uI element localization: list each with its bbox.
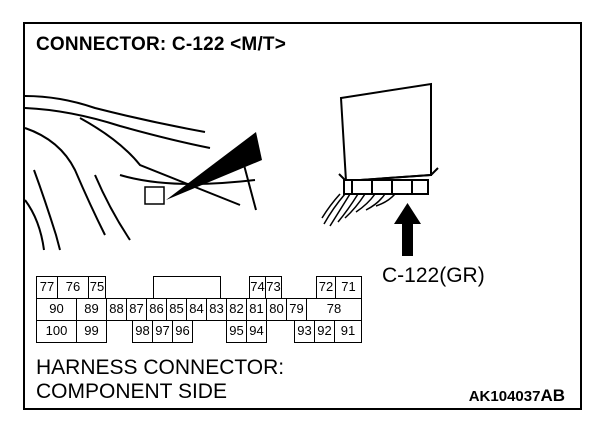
diagram-frame (23, 22, 582, 410)
pin-80: 80 (266, 298, 287, 321)
caption-line-2: COMPONENT SIDE (36, 380, 227, 403)
connector-location-box (144, 132, 262, 205)
pin-91: 91 (334, 320, 362, 343)
pin-92: 92 (314, 320, 335, 343)
pin-93: 93 (294, 320, 315, 343)
figure-code-main: AK104037 (468, 388, 541, 405)
pin-71: 71 (335, 276, 362, 299)
pin-85: 85 (166, 298, 187, 321)
pin-76: 76 (57, 276, 89, 299)
pin-89: 89 (76, 298, 107, 321)
up-arrow-icon (394, 203, 421, 256)
pin-99: 99 (76, 320, 107, 343)
pin-100: 100 (36, 320, 77, 343)
pin-96: 96 (172, 320, 193, 343)
pin-75: 75 (88, 276, 106, 299)
caption: HARNESS CONNECTOR: COMPONENT SIDE (36, 356, 284, 404)
pin-82: 82 (226, 298, 247, 321)
pin-73: 73 (265, 276, 282, 299)
pin-94: 94 (246, 320, 267, 343)
pin-77: 77 (36, 276, 58, 299)
pin-86: 86 (146, 298, 167, 321)
pin-90: 90 (36, 298, 77, 321)
pin-95: 95 (226, 320, 247, 343)
wire-harness (321, 193, 396, 227)
pin-88: 88 (106, 298, 127, 321)
figure-code-suffix: AB (540, 386, 565, 405)
pin-78: 78 (306, 298, 362, 321)
pin-79: 79 (286, 298, 307, 321)
pin-81: 81 (246, 298, 267, 321)
pin-empty (153, 276, 221, 299)
connector-label: C-122(GR) (382, 264, 485, 287)
pin-84: 84 (186, 298, 207, 321)
pin-74: 74 (249, 276, 266, 299)
ecu-module (338, 82, 439, 195)
diagram-title: CONNECTOR: C-122 <M/T> (36, 34, 287, 55)
pin-98: 98 (132, 320, 153, 343)
pin-layout-grid: 77 76 75 74 73 72 71 90 89 88 87 86 85 8… (36, 276, 364, 345)
pin-83: 83 (206, 298, 227, 321)
pin-72: 72 (316, 276, 336, 299)
pin-87: 87 (126, 298, 147, 321)
pin-97: 97 (152, 320, 173, 343)
caption-line-1: HARNESS CONNECTOR: (36, 356, 285, 379)
figure-code: AK104037AB (469, 386, 565, 406)
